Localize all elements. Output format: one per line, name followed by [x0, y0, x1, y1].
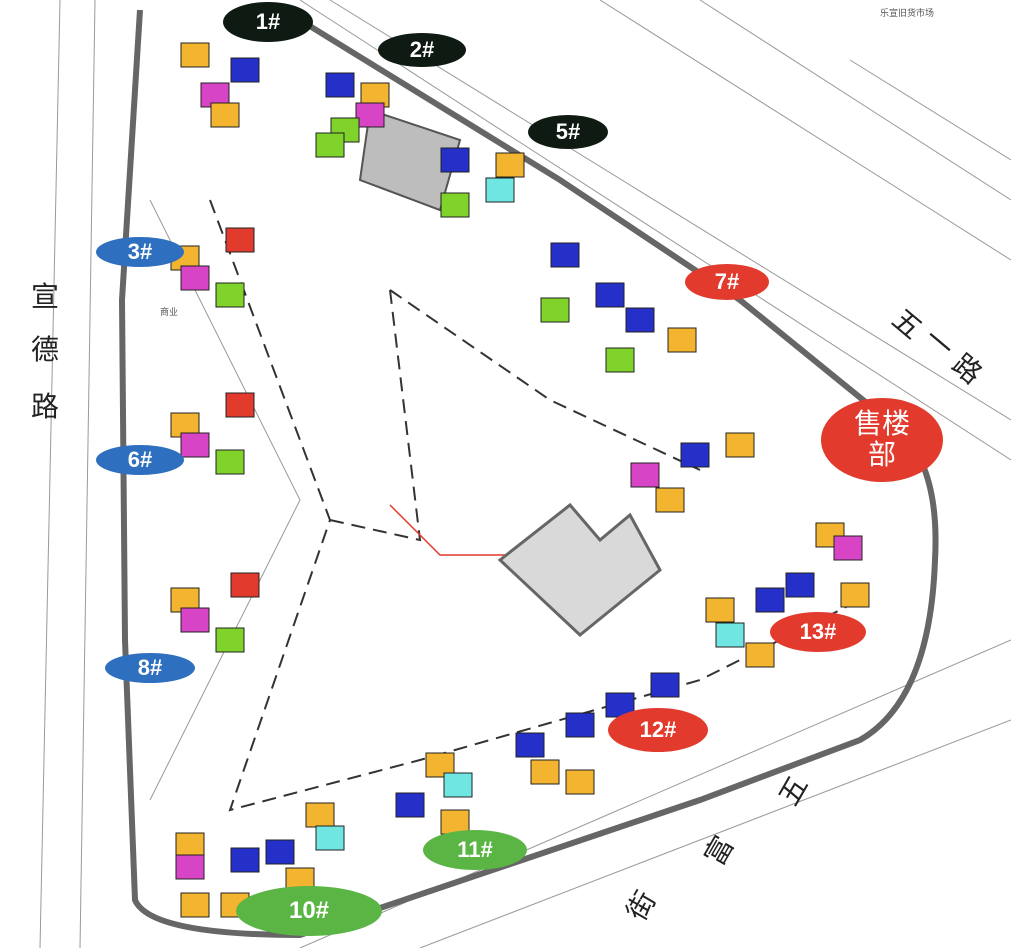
building-label-12[interactable]: 12# — [608, 708, 708, 752]
building-unit-cyan — [485, 177, 515, 203]
building-label-3[interactable]: 3# — [96, 237, 184, 267]
building-unit-red — [225, 392, 255, 418]
building-unit-blue — [230, 847, 260, 873]
building-unit-green — [215, 282, 245, 308]
inner-roads — [209, 199, 861, 812]
building-unit-blue — [230, 57, 260, 83]
building-unit-magenta — [175, 854, 205, 880]
building-unit-yellow — [305, 802, 335, 828]
building-label-8[interactable]: 8# — [105, 653, 195, 683]
building-unit-blue — [785, 572, 815, 598]
building-label-5[interactable]: 5# — [528, 115, 608, 149]
building-unit-blue — [395, 792, 425, 818]
building-unit-green — [540, 297, 570, 323]
building-unit-magenta — [180, 607, 210, 633]
building-unit-blue — [680, 442, 710, 468]
road-xuande-char-3: 路 — [30, 390, 60, 423]
building-unit-blue — [565, 712, 595, 738]
building-unit-magenta — [833, 535, 863, 561]
building-unit-yellow — [705, 597, 735, 623]
building-unit-green — [215, 627, 245, 653]
building-unit-green — [605, 347, 635, 373]
sales-office-label[interactable]: 售楼部 — [821, 398, 943, 482]
building-unit-yellow — [655, 487, 685, 513]
commercial-note: 商业 — [160, 308, 179, 318]
building-unit-yellow — [565, 769, 595, 795]
background-linework — [39, 0, 1011, 948]
building-unit-blue — [265, 839, 295, 865]
building-unit-yellow — [180, 892, 210, 918]
road-xuande-char-1: 宣 — [30, 280, 60, 313]
building-unit-cyan — [443, 772, 473, 798]
building-blocks — [170, 42, 870, 918]
building-unit-green — [315, 132, 345, 158]
building-label-2[interactable]: 2# — [378, 33, 466, 67]
building-unit-yellow — [725, 432, 755, 458]
building-unit-yellow — [180, 42, 210, 68]
site-boundary — [118, 9, 939, 939]
red-guide-line — [389, 504, 515, 556]
building-label-1[interactable]: 1# — [223, 2, 313, 42]
building-unit-blue — [440, 147, 470, 173]
building-unit-green — [215, 449, 245, 475]
building-unit-yellow — [667, 327, 697, 353]
building-unit-blue — [625, 307, 655, 333]
building-unit-yellow — [745, 642, 775, 668]
building-unit-yellow — [530, 759, 560, 785]
parking-area — [358, 108, 462, 212]
market-note: 乐宣旧货市场 — [880, 9, 935, 19]
garden-area — [497, 502, 662, 637]
building-label-13[interactable]: 13# — [770, 612, 866, 652]
building-unit-yellow — [210, 102, 240, 128]
building-unit-yellow — [175, 832, 205, 858]
building-unit-blue — [595, 282, 625, 308]
building-unit-magenta — [630, 462, 660, 488]
building-unit-magenta — [180, 432, 210, 458]
building-label-6[interactable]: 6# — [96, 445, 184, 475]
building-label-10[interactable]: 10# — [236, 886, 382, 936]
building-unit-blue — [550, 242, 580, 268]
building-unit-blue — [325, 72, 355, 98]
building-unit-yellow — [840, 582, 870, 608]
building-unit-blue — [650, 672, 680, 698]
building-unit-cyan — [715, 622, 745, 648]
building-unit-red — [225, 227, 255, 253]
building-label-11[interactable]: 11# — [423, 830, 527, 870]
building-unit-blue — [605, 692, 635, 718]
building-unit-green — [440, 192, 470, 218]
road-xuande-char-2: 德 — [30, 333, 60, 366]
building-unit-magenta — [180, 265, 210, 291]
building-unit-blue — [515, 732, 545, 758]
building-label-7[interactable]: 7# — [685, 264, 769, 300]
building-unit-magenta — [355, 102, 385, 128]
building-unit-cyan — [315, 825, 345, 851]
building-unit-red — [230, 572, 260, 598]
building-unit-yellow — [495, 152, 525, 178]
building-unit-blue — [755, 587, 785, 613]
